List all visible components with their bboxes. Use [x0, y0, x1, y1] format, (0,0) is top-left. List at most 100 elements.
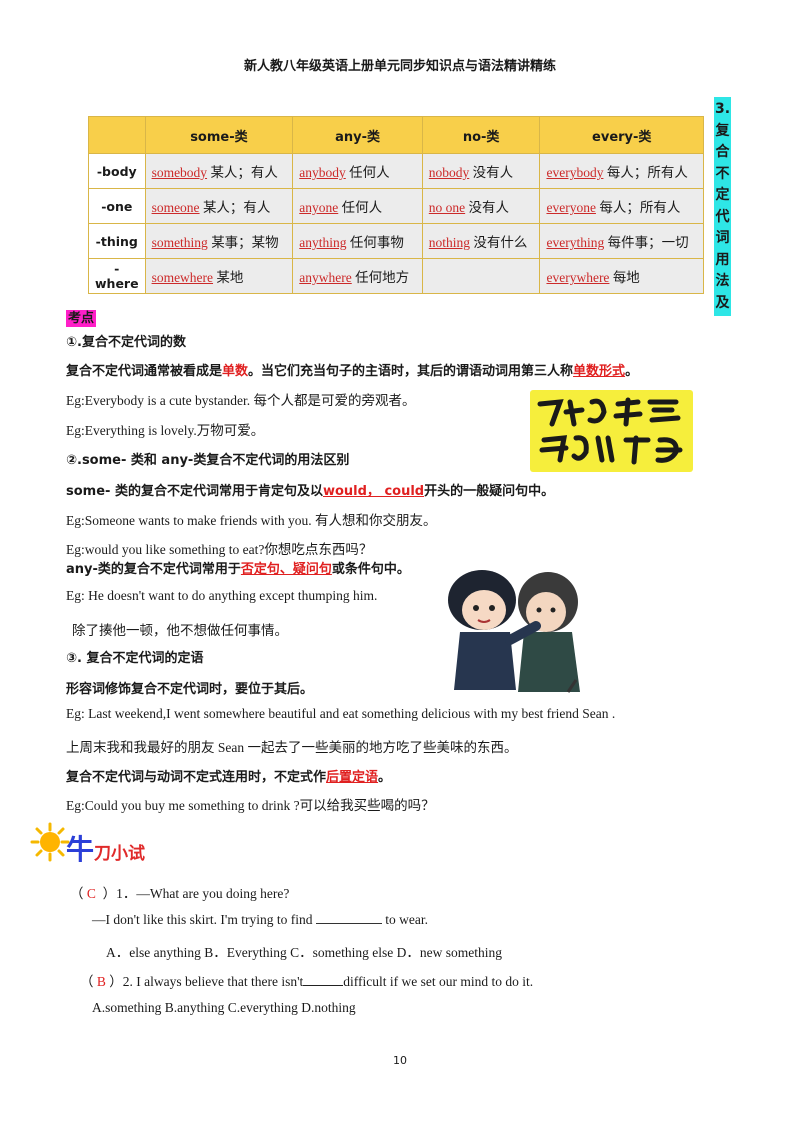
pronoun-meaning: 某人；有人 — [202, 200, 271, 215]
question-1-answer: C — [86, 886, 96, 901]
pronoun-meaning: 没有人 — [472, 165, 514, 180]
side-title-char: 3. — [714, 101, 731, 117]
table-cell: somebody 某人；有人 — [144, 153, 294, 189]
question-1-line-2: —I don't like this skirt. I'm trying to … — [92, 911, 428, 927]
question-2: （ B ）2. I always believe that there isn'… — [80, 973, 534, 989]
side-title-char: 合 — [715, 144, 730, 160]
question-1-options: A．else anything B．Everything C．something… — [106, 945, 502, 960]
pronoun-word: nobody — [428, 165, 470, 180]
question-2-answer: B — [96, 974, 106, 989]
pronoun-meaning: 某事；某物 — [211, 235, 279, 250]
pronoun-word: everyone — [546, 200, 596, 215]
pronoun-word: anybody — [299, 165, 346, 180]
pronoun-word: nothing — [428, 235, 471, 250]
pronoun-meaning: 每件事；一切 — [607, 235, 689, 250]
table-cell: nothing 没有什么 — [421, 223, 541, 259]
page-number: 10 — [393, 1054, 407, 1067]
pronoun-word: someone — [151, 200, 200, 215]
pronoun-meaning: 每人；所有人 — [606, 165, 688, 180]
table-cell: everyone 每人；所有人 — [539, 188, 704, 224]
table-cell: anybody 任何人 — [292, 153, 423, 189]
answer-blank[interactable] — [315, 911, 382, 924]
pronoun-meaning: 任何人 — [341, 200, 383, 215]
side-title-char: 定 — [715, 187, 730, 203]
pronoun-meaning: 每地 — [612, 270, 640, 285]
table-cell: everywhere 每地 — [539, 258, 704, 294]
side-title-char: 不 — [715, 165, 730, 182]
side-title-char: 代 — [715, 208, 730, 225]
table-cell — [421, 258, 541, 294]
section-2-example-3-translation: 除了揍他一顿，他不想做任何事情。 — [72, 623, 288, 638]
section-2-example-3: Eg: He doesn't want to do anything excep… — [66, 588, 378, 603]
table-cell: nobody 没有人 — [421, 153, 541, 189]
table-header-cell: some-类 — [144, 116, 294, 154]
section-3-heading: ③. 复合不定代词的定语 — [66, 651, 204, 666]
section-3-example-1-translation: 上周末我和我最好的朋友 Sean 一起去了一些美丽的地方吃了些美味的东西。 — [66, 740, 518, 755]
table-row-head: -body — [88, 153, 146, 189]
side-title-char: 及 — [715, 294, 730, 311]
section-2-example-1: Eg:Someone wants to make friends with yo… — [66, 513, 437, 528]
section-1-rule: 复合不定代词通常被看成是单数。当它们充当句子的主语时，其后的谓语动词用第三人称单… — [66, 364, 639, 379]
table-cell: someone 某人；有人 — [144, 188, 294, 224]
table-cell: everything 每件事；一切 — [539, 223, 704, 259]
table-header-cell: every-类 — [539, 116, 704, 154]
pronoun-word: somebody — [151, 165, 208, 180]
answer-blank[interactable] — [303, 973, 344, 986]
section-2-rule-2: any-类的复合不定代词常用于否定句、疑问句或条件句中。 — [66, 562, 410, 577]
side-title-char: 词 — [715, 230, 730, 246]
section-1-heading: ①.复合不定代词的数 — [66, 335, 186, 350]
pronoun-meaning: 任何地方 — [355, 270, 410, 285]
pronoun-word: anything — [299, 235, 347, 250]
table-header-row: some-类 any-类 no-类 every-类 — [88, 116, 704, 154]
table-cell: anyone 任何人 — [292, 188, 423, 224]
pronoun-word: anywhere — [299, 270, 352, 285]
table-header-cell — [88, 116, 146, 154]
document-header-title: 新人教八年级英语上册单元同步知识点与语法精讲精练 — [243, 59, 556, 74]
pronoun-word: everywhere — [546, 270, 610, 285]
side-title-char: 用 — [715, 251, 730, 268]
pronoun-meaning: 任何事物 — [349, 235, 404, 250]
table-cell: no one 没有人 — [421, 188, 541, 224]
pronoun-meaning: 某地 — [216, 270, 244, 285]
calligraphy-strokes-icon — [537, 397, 683, 465]
pronoun-word: somewhere — [151, 270, 214, 285]
table-header-cell: any-类 — [292, 116, 423, 154]
pronoun-meaning: 某人；有人 — [210, 165, 278, 180]
section-2-heading: ②.some- 类和 any-类复合不定代词的用法区别 — [66, 453, 350, 468]
table-row-head: -where — [88, 258, 146, 294]
side-title-char: 复 — [715, 122, 730, 139]
section-1-example-2: Eg:Everything is lovely.万物可爱。 — [66, 423, 265, 438]
section-2-rule-1: some- 类的复合不定代词常用于肯定句及以would， could开头的一般疑… — [66, 484, 555, 499]
key-points-label: 考点 — [66, 310, 97, 327]
side-section-title: 3. 复合不定代词用法及 — [714, 97, 731, 316]
side-title-char: 法 — [715, 273, 730, 289]
question-1: （ C ）1．—What are you doing here? — [70, 886, 290, 901]
cartoon-characters-icon — [448, 570, 580, 693]
cartoon-illustration — [440, 560, 590, 700]
pronoun-meaning: 任何人 — [349, 165, 390, 180]
pronoun-meaning: 每人；所有人 — [599, 200, 681, 215]
pronoun-word: no one — [428, 200, 466, 215]
table-header-cell: no-类 — [421, 116, 541, 154]
table-row-head: -thing — [88, 223, 146, 259]
quiz-title: 牛刀小试 — [66, 833, 146, 866]
section-3-example-2: Eg:Could you buy me something to drink ?… — [66, 798, 435, 813]
table-cell: somewhere 某地 — [144, 258, 294, 294]
question-2-options: A.something B.anything C.everything D.no… — [92, 1000, 356, 1015]
pronoun-meaning: 没有人 — [468, 200, 510, 215]
calligraphy-image — [530, 390, 693, 472]
pronoun-meaning: 没有什么 — [473, 235, 528, 250]
sun-icon — [30, 822, 70, 867]
pronoun-word: everybody — [546, 165, 604, 180]
table-cell: anything 任何事物 — [292, 223, 423, 259]
pronoun-word: something — [151, 235, 208, 250]
pronoun-word: anyone — [299, 200, 339, 215]
pronoun-word: everything — [546, 235, 605, 250]
table-row-head: -one — [88, 188, 146, 224]
section-2-example-2: Eg:would you like something to eat?你想吃点东… — [66, 542, 373, 557]
table-cell: something 某事；某物 — [144, 223, 294, 259]
